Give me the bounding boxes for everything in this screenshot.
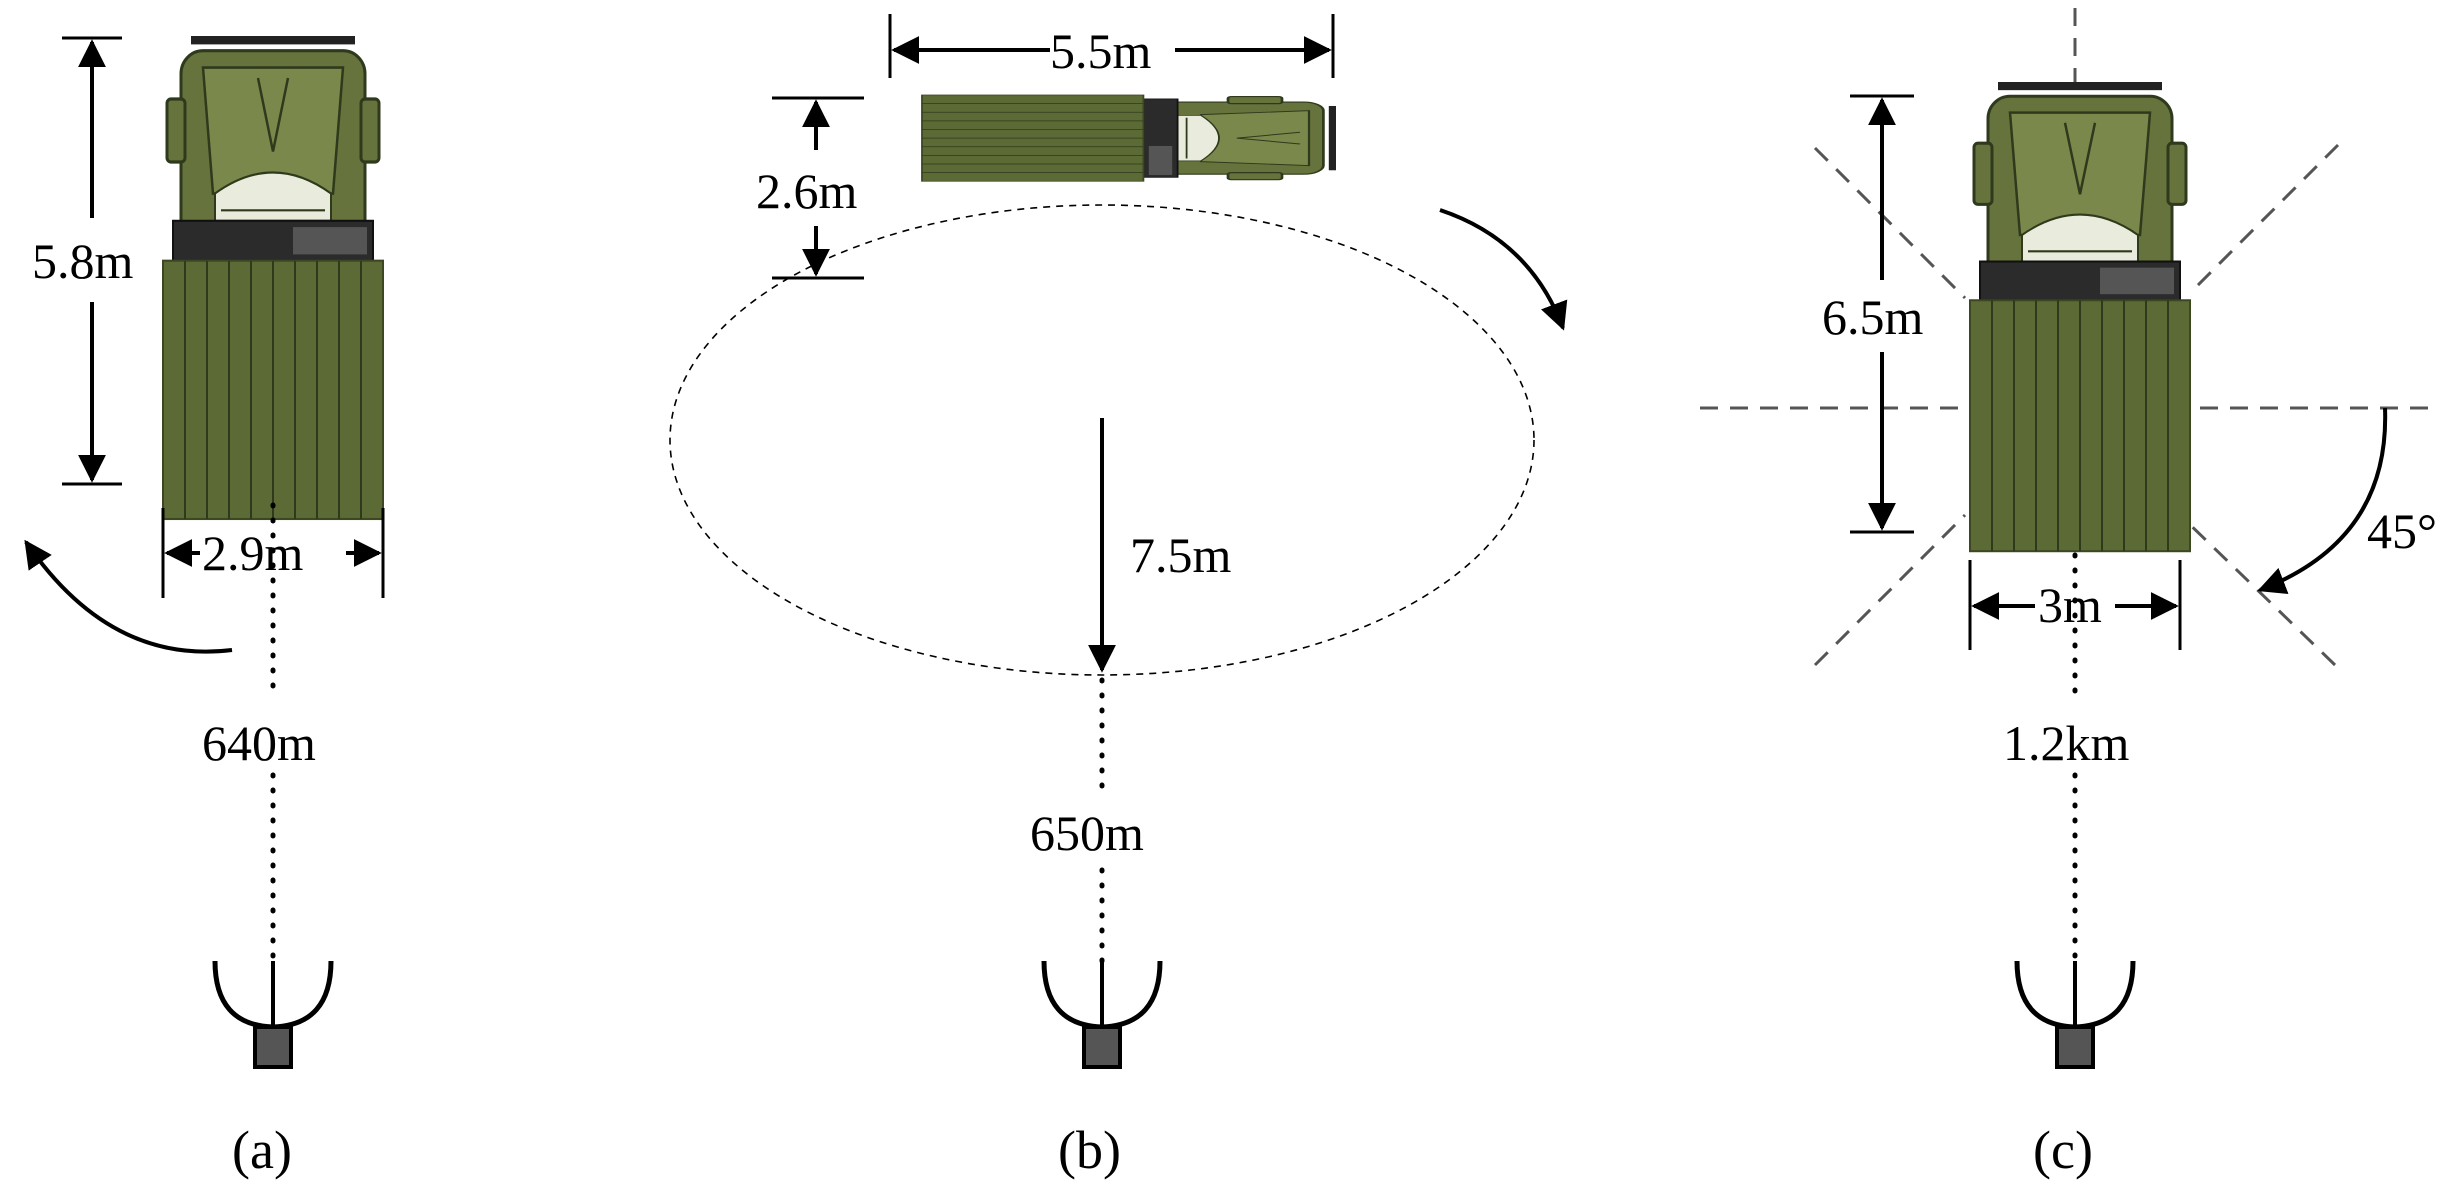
rotation-arrow-icon [1439, 208, 1568, 331]
length-label-a: 5.8m [32, 233, 134, 289]
radar-dish-icon [2017, 961, 2133, 1067]
width-label-a: 2.9m [202, 525, 304, 581]
width-dimension-c: 3m [1968, 560, 2182, 650]
width-label-c: 3m [2038, 577, 2102, 633]
length-dimension-b: 5.5m [888, 14, 1335, 79]
military-truck-icon [1968, 80, 2192, 553]
angle-label-c: 45° [2367, 503, 2437, 559]
distance-label-c: 1.2km [2003, 715, 2130, 771]
panel-c: 6.5m 3m 45° 1.2km (c) [1700, 8, 2440, 1180]
panel-a: 5.8m 2.9m 640m (a) [24, 34, 385, 1180]
distance-label-a: 640m [202, 715, 316, 771]
distance-label-b: 650m [1030, 805, 1144, 861]
caption-a: (a) [232, 1120, 292, 1180]
angle-arc-icon [2257, 407, 2388, 595]
military-truck-icon [161, 34, 385, 521]
radar-dish-icon [215, 961, 331, 1067]
length-dimension-c: 6.5m [1822, 94, 1924, 534]
panel-b: 5.5m 2.6m 7.5m 650m (b) [669, 14, 1568, 1180]
width-dimension-b: 2.6m [756, 96, 864, 280]
rotation-orbit [669, 204, 1535, 676]
width-dimension-a: 2.9m [161, 508, 385, 598]
length-label-b: 5.5m [1050, 23, 1152, 79]
caption-c: (c) [2033, 1120, 2093, 1180]
caption-b: (b) [1058, 1120, 1121, 1180]
radar-dish-icon [1044, 961, 1160, 1067]
radius-label-b: 7.5m [1130, 527, 1232, 583]
length-dimension-a: 5.8m [32, 36, 134, 486]
length-label-c: 6.5m [1822, 289, 1924, 345]
military-truck-icon [920, 93, 1338, 183]
width-label-b: 2.6m [756, 163, 858, 219]
rotation-arrow-icon [24, 539, 233, 654]
